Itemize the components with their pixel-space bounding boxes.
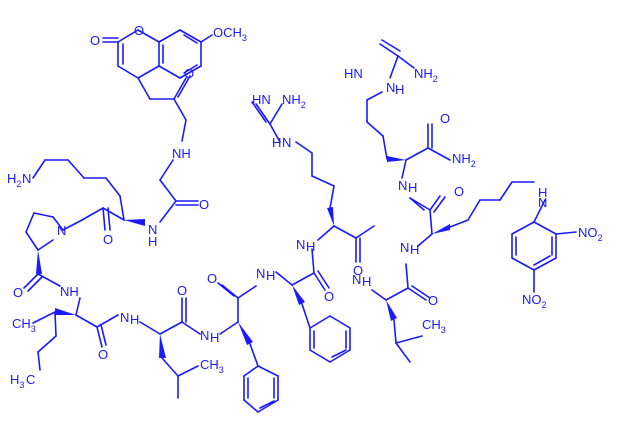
lys1-amine-n: N <box>22 171 31 186</box>
leu1-residue <box>139 297 201 399</box>
amide-oxygen-1: O <box>184 66 194 81</box>
arg1-n-h: H <box>272 135 281 150</box>
amide-oxygen-2: O <box>199 197 209 212</box>
phe1-n: N <box>256 266 265 281</box>
arg2-n-label: N <box>386 80 395 95</box>
lactone-oxygen: O <box>90 33 100 48</box>
leu1-n: N <box>200 328 209 343</box>
pro-residue <box>23 212 83 292</box>
dnp-n: N <box>538 195 547 210</box>
leu2-n: N <box>352 272 361 287</box>
leu1-h: H <box>210 330 219 345</box>
ile-ch3-2-h: H3 <box>10 372 24 390</box>
nitro-group-2: NO2 <box>522 292 547 310</box>
arg2-n: N <box>398 178 407 193</box>
lys2-n: N <box>400 240 409 255</box>
dnp-n-h: H <box>538 185 547 200</box>
lys2-carbonyl-o: O <box>454 184 464 199</box>
ile-ch3-2-c: C <box>26 372 35 387</box>
nitro-group-1: NO2 <box>578 225 603 243</box>
gly-nh: NH <box>172 146 191 161</box>
lys2-h: H <box>410 242 419 257</box>
atom-labels: OCH3 O O O NH O N H H2 N O N O NH CH3 H3… <box>7 23 603 390</box>
arg2-n-h: H <box>395 82 404 97</box>
arg1-n: N <box>282 135 291 150</box>
lys1-n: N <box>148 222 157 237</box>
amide-oxygen-3: O <box>103 232 113 247</box>
methoxy-label: OCH3 <box>213 25 247 43</box>
amide-oxygen-7: O <box>207 271 217 286</box>
phe1-h: H <box>266 268 275 283</box>
terminal-carbonyl-o: O <box>440 111 450 126</box>
leu2-residue <box>371 263 431 363</box>
lys1-amine-h: H2 <box>7 171 21 189</box>
ring-oxygen: O <box>134 23 144 38</box>
amide-oxygen-6: O <box>177 283 187 298</box>
amide-oxygen-10: O <box>428 293 438 308</box>
leu2-h: H <box>362 274 371 289</box>
ile-residue <box>32 297 119 371</box>
ile-n: N <box>120 310 129 325</box>
amide-oxygen-8: O <box>324 289 334 304</box>
leu1-ch3: CH3 <box>200 357 224 375</box>
ile-ch3-1: CH3 <box>12 316 36 334</box>
dinitrophenyl-group <box>511 199 577 293</box>
phe2-residue <box>275 248 351 363</box>
arg1-nh2: NH2 <box>282 92 306 110</box>
pro-nh: NH <box>60 284 79 299</box>
arg2-residue <box>366 39 451 179</box>
phe2-n: N <box>296 237 305 252</box>
leu2-ch3: CH3 <box>422 317 446 335</box>
amide-oxygen-5: O <box>98 347 108 362</box>
phe1-residue <box>217 282 279 413</box>
amide-oxygen-9: O <box>353 263 363 278</box>
pro-n: N <box>57 223 66 238</box>
arg1-residue <box>251 101 375 263</box>
ile-h: H <box>130 312 139 327</box>
arg2-nh2: NH2 <box>414 66 438 84</box>
phe2-h: H <box>306 239 315 254</box>
terminal-nh2: NH2 <box>452 151 476 169</box>
coumarin-group <box>102 29 213 121</box>
arg1-imine: HN <box>252 92 271 107</box>
amide-oxygen-4: O <box>13 285 23 300</box>
gly-residue <box>159 119 199 223</box>
arg2-h: H <box>408 180 417 195</box>
arg2-imine: HN <box>344 66 363 81</box>
lys1-residue <box>32 159 145 231</box>
lys1-h: H <box>148 234 157 249</box>
lys2-residue <box>409 181 535 247</box>
